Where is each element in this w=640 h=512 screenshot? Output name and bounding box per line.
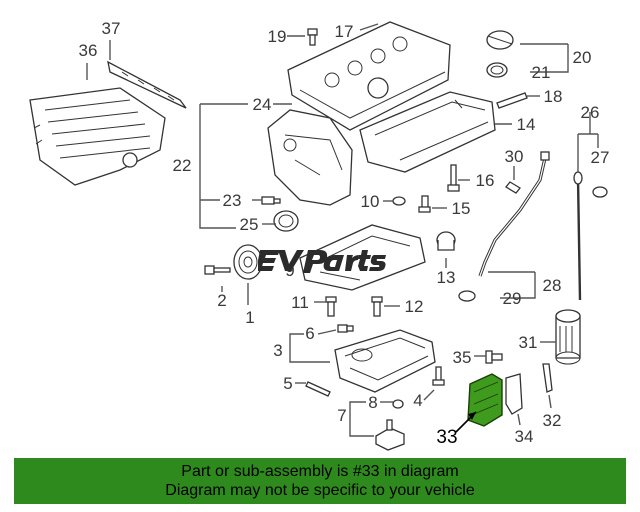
callout-4: 4 xyxy=(413,391,422,410)
callout-33-highlighted: 33 xyxy=(436,427,457,448)
callout-32: 32 xyxy=(543,411,562,430)
callout-15: 15 xyxy=(452,199,471,218)
pulley-bolt-part[interactable] xyxy=(204,265,231,275)
intake-gasket-part[interactable] xyxy=(107,60,187,109)
callout-8: 8 xyxy=(368,393,377,412)
bolt-part-15[interactable] xyxy=(418,195,431,213)
callout-12: 12 xyxy=(405,297,424,316)
oil-filter-part[interactable] xyxy=(555,309,581,365)
callout-25: 25 xyxy=(240,215,259,234)
intake-manifold-part[interactable] xyxy=(29,87,166,186)
dipstick-part[interactable] xyxy=(573,171,583,301)
callout-16: 16 xyxy=(476,171,495,190)
leader-lines xyxy=(86,23,599,437)
bolt-part-16[interactable] xyxy=(447,164,460,192)
dipstick-tube-part[interactable] xyxy=(478,151,550,277)
callout-37: 37 xyxy=(102,19,121,38)
dipstick-seal-part[interactable] xyxy=(592,186,608,198)
callout-20: 20 xyxy=(573,48,592,67)
oil-filler-cap-part[interactable] xyxy=(486,30,514,50)
washer-part-8[interactable] xyxy=(392,399,404,409)
banner-line-1: Part or sub-assembly is #33 in diagram xyxy=(181,463,459,480)
callout-14: 14 xyxy=(517,115,536,134)
callout-27: 27 xyxy=(591,148,610,167)
sensor-part-32[interactable] xyxy=(542,363,553,393)
callout-34: 34 xyxy=(515,427,534,446)
callout-29: 29 xyxy=(503,289,522,308)
callout-labels: 1 2 3 4 5 6 7 8 9 10 11 12 13 14 15 16 1… xyxy=(79,19,610,448)
callout-10: 10 xyxy=(361,192,380,211)
callout-26: 26 xyxy=(581,103,600,122)
sensor-part-18[interactable] xyxy=(496,92,528,109)
bolt-part-11[interactable] xyxy=(325,296,337,317)
timing-cover-part[interactable] xyxy=(267,109,353,206)
callout-5: 5 xyxy=(283,374,292,393)
lower-oil-pan-part[interactable] xyxy=(334,329,436,393)
callout-2: 2 xyxy=(217,291,226,310)
callout-7: 7 xyxy=(337,406,346,425)
bolt-part-35[interactable] xyxy=(485,350,503,364)
callout-23: 23 xyxy=(223,191,242,210)
banner-line-2: Diagram may not be specific to your vehi… xyxy=(165,482,475,499)
oil-pump-part[interactable] xyxy=(436,231,456,251)
callout-24: 24 xyxy=(253,95,272,114)
callout-1: 1 xyxy=(245,308,254,327)
callout-28: 28 xyxy=(543,276,562,295)
callout-11: 11 xyxy=(291,293,309,312)
oil-level-sensor-part[interactable] xyxy=(375,419,405,451)
evparts-watermark-logo xyxy=(258,250,386,273)
bolt-part-23[interactable] xyxy=(261,196,281,205)
callout-18: 18 xyxy=(544,87,563,106)
crank-seal-part[interactable] xyxy=(273,210,299,232)
tube-seal-part[interactable] xyxy=(458,290,476,302)
gasket-part-34[interactable] xyxy=(505,373,523,415)
bolt-part-19[interactable] xyxy=(307,28,318,46)
bolt-part-12[interactable] xyxy=(371,296,383,317)
callout-22: 22 xyxy=(173,156,192,175)
cap-seal-part[interactable] xyxy=(486,62,508,78)
callout-19: 19 xyxy=(268,27,287,46)
engine-cover-part[interactable] xyxy=(359,91,496,173)
callout-17: 17 xyxy=(335,22,354,41)
callout-21: 21 xyxy=(532,63,551,82)
callout-35: 35 xyxy=(453,348,472,367)
callout-30: 30 xyxy=(505,147,524,166)
callout-36: 36 xyxy=(79,41,98,60)
washer-part-10[interactable] xyxy=(392,196,406,206)
clip-part-30[interactable] xyxy=(505,181,521,194)
callout-3: 3 xyxy=(273,341,282,360)
sensor-part-5[interactable] xyxy=(305,381,331,397)
callout-6: 6 xyxy=(305,324,314,343)
drain-plug-part[interactable] xyxy=(337,324,354,333)
bolt-part-4[interactable] xyxy=(432,366,445,386)
callout-13: 13 xyxy=(437,268,456,287)
callout-31: 31 xyxy=(519,333,538,352)
valve-cover-part[interactable] xyxy=(287,21,451,131)
oil-cooler-part-33[interactable] xyxy=(467,373,503,427)
part-info-banner: Part or sub-assembly is #33 in diagram D… xyxy=(14,458,626,504)
